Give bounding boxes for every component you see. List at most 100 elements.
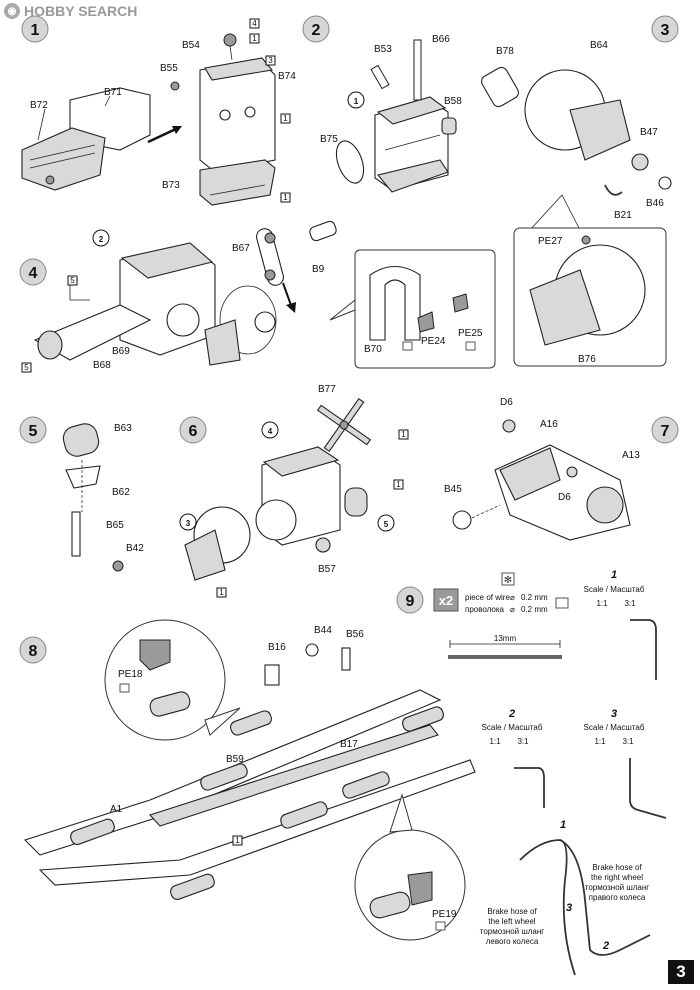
label-b72: B72 <box>30 100 48 111</box>
svg-text:3: 3 <box>186 519 191 528</box>
part-a13 <box>586 486 624 524</box>
part-b57 <box>315 537 331 553</box>
part-b45 <box>452 510 472 530</box>
label-b62: B62 <box>112 487 130 498</box>
label-pe25: PE25 <box>458 328 483 339</box>
step-3: 3 B78 B64 B47 B46 B21 PE27 B76 <box>481 15 679 367</box>
part-pe24 <box>417 311 435 333</box>
label-b66: B66 <box>432 34 450 45</box>
label-b69: B69 <box>112 346 130 357</box>
svg-text:✻: ✻ <box>504 575 512 586</box>
step-6: 6 B77 1 4 1 5 B57 3 <box>179 384 409 598</box>
part-b42 <box>112 560 124 572</box>
part-b66 <box>413 39 422 101</box>
length-text: 13mm <box>494 634 517 643</box>
photo-etch-icon <box>555 597 569 609</box>
label-b75: B75 <box>320 134 338 145</box>
right-hose-text: Brake hose of <box>592 863 642 872</box>
part-d6-bottom <box>566 466 578 478</box>
svg-text:1: 1 <box>235 836 240 845</box>
svg-text:the left wheel: the left wheel <box>488 917 535 926</box>
wire-13mm <box>448 655 562 659</box>
brake-hose-left <box>519 839 576 976</box>
part-b9 <box>309 220 337 242</box>
svg-text:3: 3 <box>661 22 670 39</box>
svg-text:2: 2 <box>312 22 321 39</box>
part-b77 <box>316 397 372 453</box>
step-2: 2 B53 B66 B58 B75 1 <box>302 15 462 193</box>
diameter-ru: 0.2 mm <box>521 605 548 614</box>
svg-text:тормозной шланг: тормозной шланг <box>480 927 545 936</box>
label-b78: B78 <box>496 46 514 57</box>
svg-text:4: 4 <box>29 265 38 282</box>
svg-text:7: 7 <box>661 423 670 440</box>
label-b68: B68 <box>93 360 111 371</box>
label-b76: B76 <box>578 354 596 365</box>
part-b47 <box>631 153 649 171</box>
label-b71: B71 <box>104 87 122 98</box>
left-hose-text: Brake hose of <box>487 907 537 916</box>
label-b67: B67 <box>232 243 250 254</box>
step-9: 9 x2 ✻ piece of wire проволока ⌀ 0.2 mm … <box>396 569 667 976</box>
label-b70: B70 <box>364 344 382 355</box>
svg-text:9: 9 <box>406 593 415 610</box>
svg-text:1: 1 <box>611 569 617 581</box>
svg-text:5: 5 <box>24 363 29 372</box>
svg-text:Scale / Масштаб: Scale / Масштаб <box>482 723 543 732</box>
svg-text:1:1: 1:1 <box>489 737 501 746</box>
svg-text:2: 2 <box>99 235 104 244</box>
diameter-icon: ⌀ <box>510 605 515 614</box>
label-b53: B53 <box>374 44 392 55</box>
svg-text:3: 3 <box>268 56 273 65</box>
label-d6-bottom: D6 <box>558 492 571 503</box>
diameter-en: 0.2 mm <box>521 593 548 602</box>
part-b56 <box>341 647 351 671</box>
label-b64: B64 <box>590 40 608 51</box>
label-b73: B73 <box>162 180 180 191</box>
wire-text-ru: проволока <box>465 605 505 614</box>
photo-etch-icon <box>435 921 446 931</box>
photo-etch-icon <box>465 341 476 351</box>
svg-text:6: 6 <box>189 423 198 440</box>
svg-text:3: 3 <box>566 902 572 914</box>
svg-text:1: 1 <box>252 34 257 43</box>
part-pe25 <box>452 293 469 313</box>
svg-text:3:1: 3:1 <box>517 737 529 746</box>
step-7: 7 D6 A16 A13 D6 B45 <box>444 397 679 541</box>
part-b63 <box>62 423 100 457</box>
part-b54 <box>223 33 237 47</box>
label-b44: B44 <box>314 625 332 636</box>
label-b16: B16 <box>268 642 286 653</box>
part-b16 <box>264 664 280 686</box>
part-b53 <box>370 64 390 90</box>
svg-text:левого колеса: левого колеса <box>486 937 539 946</box>
label-b54: B54 <box>182 40 200 51</box>
label-b74: B74 <box>278 71 296 82</box>
svg-text:5: 5 <box>29 423 38 440</box>
part-b70 <box>369 265 421 341</box>
svg-text:тормозной шланг: тормозной шланг <box>585 883 650 892</box>
svg-text:1: 1 <box>283 193 288 202</box>
svg-text:4: 4 <box>268 427 273 436</box>
svg-text:1: 1 <box>560 819 566 831</box>
label-b46: B46 <box>646 198 664 209</box>
part-b58 <box>441 117 457 135</box>
svg-text:the right wheel: the right wheel <box>591 873 643 882</box>
svg-text:1: 1 <box>396 480 401 489</box>
label-b42: B42 <box>126 543 144 554</box>
step-5: 5 B63 B62 B65 B42 <box>19 416 144 572</box>
wire-scale-2 <box>514 767 545 808</box>
cylinder-head <box>204 57 274 81</box>
svg-text:1: 1 <box>283 114 288 123</box>
hobby-search-logo-icon: ◉ <box>4 3 20 19</box>
label-pe19: PE19 <box>432 909 457 920</box>
wire-scale-3 <box>629 758 667 819</box>
svg-text:Scale / Масштаб: Scale / Масштаб <box>584 723 645 732</box>
step-8: 8 B16 B44 B56 B59 B17 A1 1 <box>19 619 476 941</box>
step-1-number: 1 <box>31 22 40 39</box>
detail-callout-pe18 <box>104 619 226 741</box>
box-4 <box>249 18 260 29</box>
svg-text:1:1: 1:1 <box>594 737 606 746</box>
svg-text:5: 5 <box>70 276 75 285</box>
